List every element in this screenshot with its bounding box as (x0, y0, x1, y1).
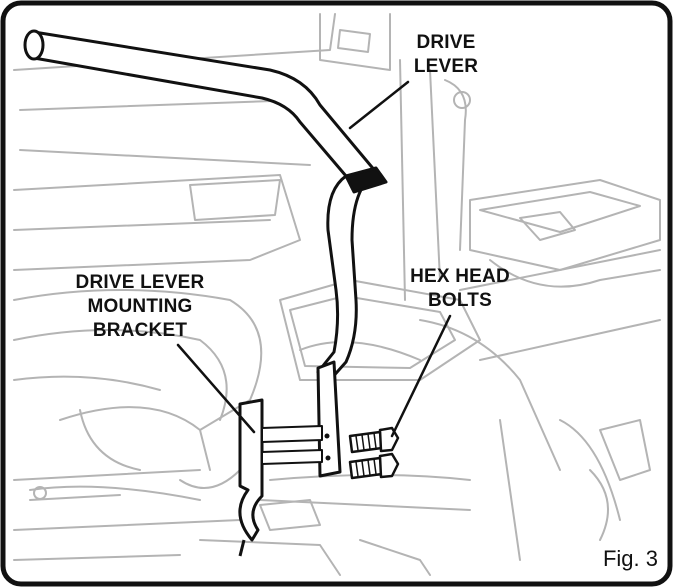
label-drive-lever-mounting-bracket: DRIVE LEVER MOUNTING BRACKET (76, 272, 205, 341)
drive-lever-label-line-2: LEVER (414, 56, 478, 77)
bracket-leader (176, 343, 256, 434)
hex-head-bolts (348, 426, 400, 480)
drive-lever-label-line-1: DRIVE (416, 32, 475, 53)
leader-lines (176, 80, 452, 438)
drive-lever-mounting-bracket (238, 398, 323, 557)
bracket-label-line-1: DRIVE LEVER (76, 272, 205, 293)
figure-caption: Fig. 3 (603, 546, 658, 571)
drive-lever (23, 29, 388, 478)
bolts-label-line-2: BOLTS (428, 290, 492, 311)
machine-background (13, 13, 661, 576)
bolts-leader (390, 314, 452, 438)
hex-bolt-upper (348, 426, 400, 454)
label-hex-head-bolts: HEX HEAD BOLTS (410, 266, 510, 311)
hex-bolt-lower (348, 452, 400, 480)
bracket-label-line-3: BRACKET (93, 320, 187, 341)
bolts-label-line-1: HEX HEAD (410, 266, 510, 287)
drive-lever-leader (348, 80, 410, 130)
label-drive-lever: DRIVE LEVER (414, 32, 478, 77)
bracket-label-line-2: MOUNTING (87, 296, 192, 317)
